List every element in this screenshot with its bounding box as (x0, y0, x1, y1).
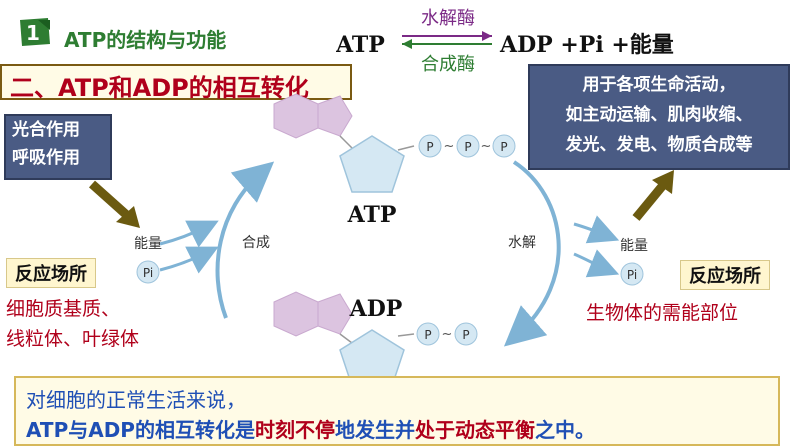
pi-output-arrow (573, 249, 620, 278)
adp-phosphate-1 (416, 322, 440, 346)
section-title: 二、ATP和ADP的相互转化 (10, 74, 309, 102)
atp-ribose (339, 135, 405, 193)
section-banner (0, 64, 352, 100)
left-reaction-site-line-1: 细胞质基质、 (6, 298, 121, 320)
conclusion-box (14, 376, 780, 446)
atp-phosphate-3 (492, 134, 516, 158)
energy-input-arrow (159, 220, 219, 248)
conclusion-text-1: ATP与ADP的相互转化是 (26, 418, 255, 442)
adp-molecule: P P ~ (273, 291, 478, 387)
energy-use-box: 用于各项生命活动， 如主动运输、肌肉收缩、 发光、发电、物质合成等 (528, 64, 790, 170)
reaction-equation: ATP 水解酶 合成酶 ADP +Pi +能量 (336, 8, 674, 75)
energy-use-line-1: 用于各项生命活动， (582, 75, 736, 95)
atp-label: ATP (347, 202, 397, 228)
conclusion-highlight-2: 处于动态平衡 (414, 418, 535, 442)
hydrolysis-arc (503, 160, 561, 347)
conclusion-text-3: 之中。 (534, 418, 595, 442)
badge-number: 1 (26, 21, 40, 45)
header-title: ATP的结构与功能 (64, 28, 227, 52)
olive-arrow-right (632, 170, 674, 221)
synthesis-label: 合成 (242, 235, 270, 251)
adp-phosphate-label-1: P (424, 328, 431, 342)
atp-adenine-hexagon (273, 93, 319, 139)
reverse-arrowhead (402, 39, 412, 49)
hydrolysis-label: 水解 (508, 235, 536, 251)
energy-use-line-2: 如主动运输、肌肉收缩、 (565, 105, 753, 125)
energy-source-box: 光合作用 呼吸作用 (4, 114, 112, 180)
equation-right: ADP +Pi +能量 (499, 32, 674, 58)
atp-phosphate-label-3: P (500, 140, 507, 154)
adp-adenine-hexagon (273, 291, 319, 337)
right-reaction-site-label: 反应场所 (680, 260, 770, 290)
atp-phosphate-label-2: P (464, 140, 471, 154)
atp-phosphate-1 (418, 134, 442, 158)
left-reaction-site-label: 反应场所 (6, 258, 96, 288)
olive-arrow-left (88, 180, 140, 228)
conclusion-line-1: 对细胞的正常生活来说， (26, 388, 246, 412)
atp-bond-2: ~ (481, 139, 492, 154)
atp-phosphate-2 (456, 134, 480, 158)
section-number-badge: 1 (20, 18, 50, 46)
atp-phosphate-label-1: P (426, 140, 433, 154)
synthesis-arc (215, 161, 275, 319)
conclusion-text-2: 地发生并 (334, 418, 415, 442)
left-pi-label: Pi (143, 266, 153, 280)
energy-source-respiration: 呼吸作用 (12, 148, 80, 168)
atp-bond-1: ~ (444, 139, 455, 154)
adp-phosphate-label-2: P (462, 328, 469, 342)
right-pi-circle (620, 262, 644, 286)
adp-phosphate-2 (454, 322, 478, 346)
enzyme-synthase: 合成酶 (421, 54, 475, 75)
forward-arrowhead (482, 31, 492, 41)
pi-input-arrow (159, 246, 219, 274)
adp-bond-1: ~ (442, 327, 453, 342)
right-reaction-site-line: 生物体的需能部位 (586, 302, 739, 324)
left-energy-label: 能量 (134, 236, 162, 252)
right-energy-label: 能量 (620, 238, 648, 254)
adp-label: ADP (349, 296, 403, 322)
atp-molecule: P P P ~ ~ (273, 93, 516, 193)
conclusion-line-2: ATP与ADP的相互转化是时刻不停地发生并处于动态平衡之中。 (26, 414, 595, 443)
adp-adenine-pentagon (317, 293, 353, 335)
right-pi-label: Pi (627, 268, 637, 282)
atp-adenine-pentagon (317, 95, 353, 137)
left-reaction-site-line-2: 线粒体、叶绿体 (6, 328, 140, 350)
energy-source-photosynthesis: 光合作用 (12, 120, 80, 140)
conclusion-highlight-1: 时刻不停 (254, 418, 335, 442)
energy-output-arrow (573, 215, 620, 244)
equation-left: ATP (336, 32, 385, 58)
enzyme-hydrolase: 水解酶 (421, 8, 475, 29)
left-pi-circle (136, 260, 160, 284)
energy-use-line-3: 发光、发电、物质合成等 (565, 135, 753, 155)
